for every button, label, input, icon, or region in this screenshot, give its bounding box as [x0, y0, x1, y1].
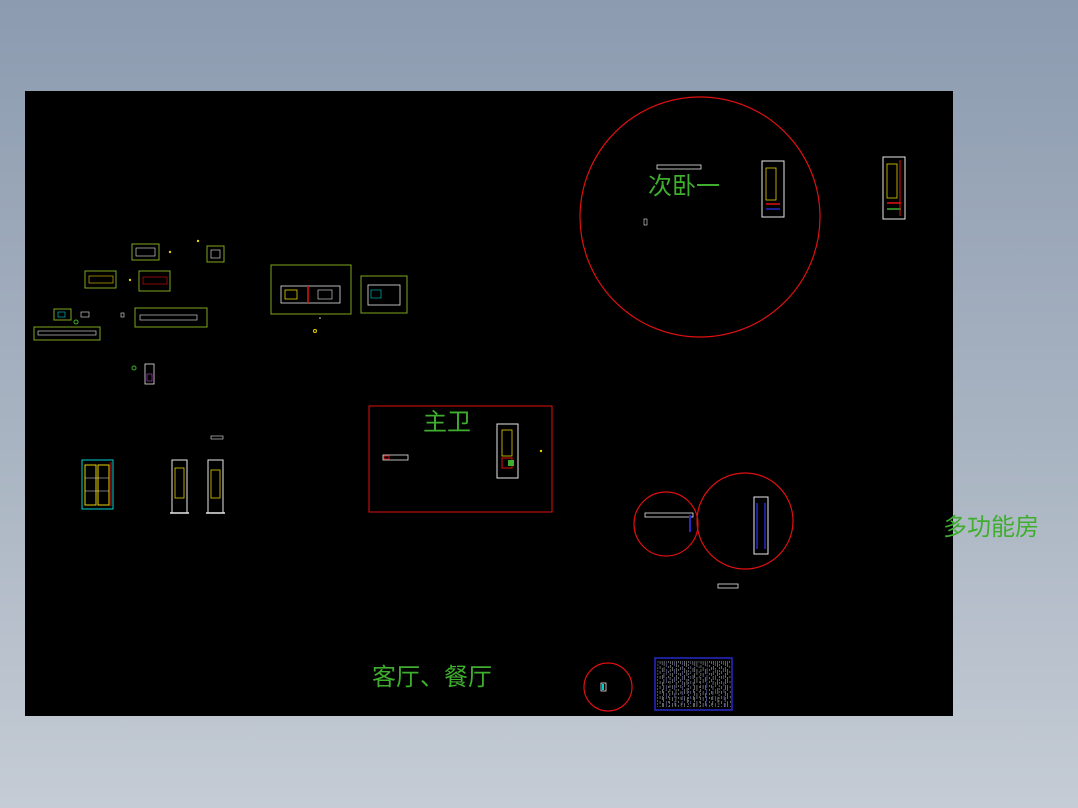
second-bedroom-group	[579, 96, 906, 338]
label-second-bedroom: 次卧一	[648, 172, 720, 200]
drawing-sheet[interactable]	[25, 91, 953, 716]
label-living-dining: 客厅、餐厅	[372, 663, 492, 691]
label-multi-room: 多功能房	[943, 513, 1039, 541]
kitchen-elevation-frames	[270, 264, 408, 333]
bottom-details	[583, 657, 733, 712]
label-master-bath: 主卫	[423, 408, 471, 436]
multi-room-group	[633, 472, 794, 589]
hatch-pattern	[657, 660, 731, 708]
left-detail-cluster	[33, 239, 225, 385]
cabinet-elevations	[81, 435, 225, 514]
master-bath-frame	[368, 405, 553, 513]
